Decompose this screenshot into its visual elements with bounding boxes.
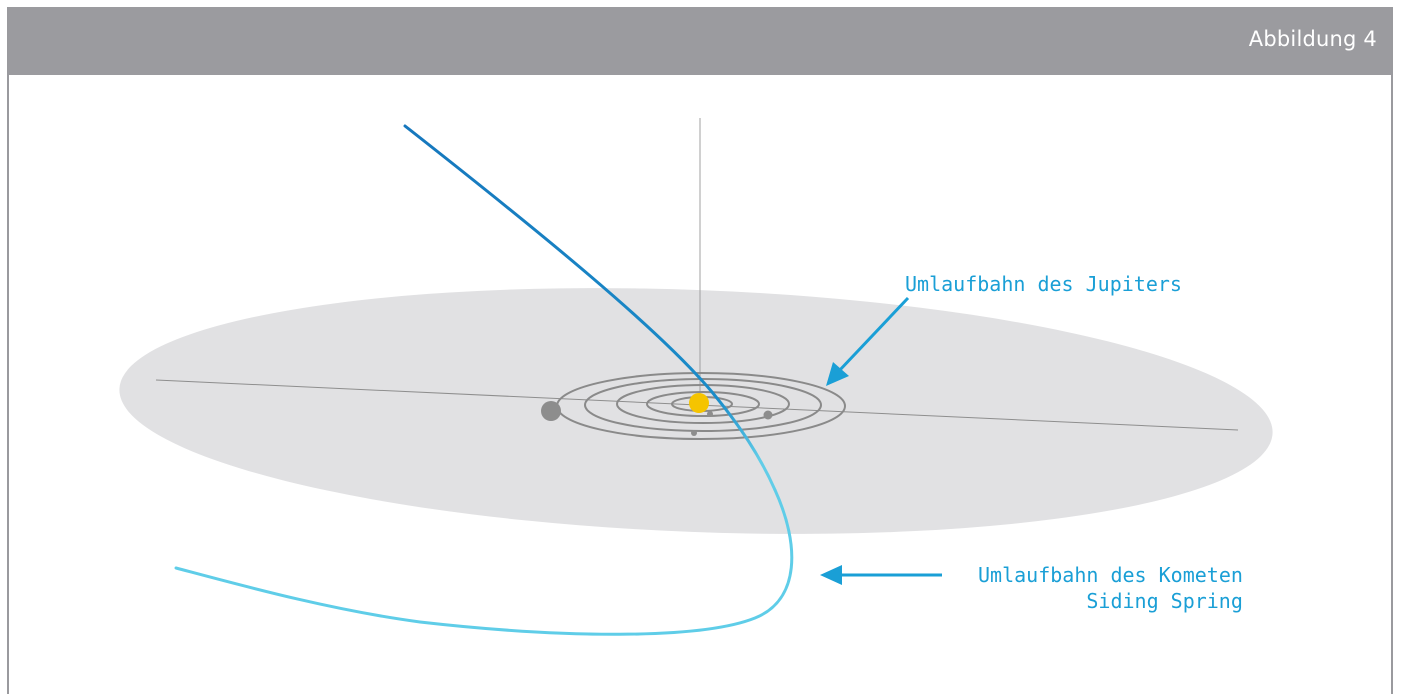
- label-jupiter-orbit: Umlaufbahn des Jupiters: [905, 272, 1182, 296]
- comet-orbit-lower: [174, 488, 794, 636]
- planet-outer: [541, 401, 561, 421]
- figure-title: Abbildung 4: [1248, 27, 1377, 51]
- label-comet-orbit-line2: Siding Spring: [1086, 589, 1243, 613]
- arrow-jupiter-orbit: [826, 296, 910, 386]
- planet-inner: [707, 411, 713, 417]
- orbit-3: [616, 384, 790, 424]
- planet-small-bottom: [691, 430, 697, 436]
- label-comet-orbit: Umlaufbahn des Kometen Siding Spring: [978, 562, 1243, 614]
- label-comet-orbit-line1: Umlaufbahn des Kometen: [978, 563, 1243, 587]
- orbit-2: [646, 391, 760, 417]
- planet-small-right: [763, 410, 773, 420]
- figure-header: Abbildung 4: [9, 7, 1391, 75]
- orbit-4: [584, 378, 822, 432]
- sun: [689, 393, 709, 413]
- comet-orbit-upper: [403, 124, 777, 492]
- arrow-comet-orbit: [820, 565, 942, 585]
